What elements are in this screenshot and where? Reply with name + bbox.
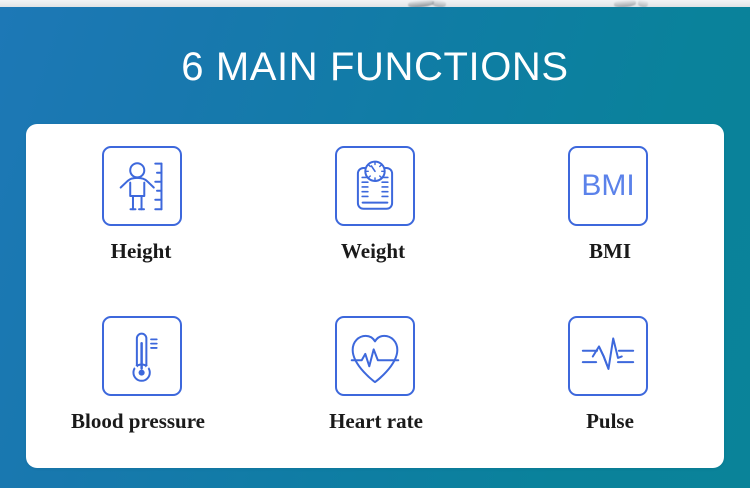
functions-card: Height [26,124,724,468]
function-item-height[interactable]: Height [26,124,258,296]
bmi-text-icon: BMI [568,146,648,226]
functions-grid: Height [26,124,724,468]
function-label: Blood pressure [71,409,205,433]
function-label: Height [110,239,172,263]
function-item-bmi[interactable]: BMI BMI [492,124,724,296]
waveform-icon [568,316,648,396]
heart-pulse-icon [335,316,415,396]
page-title: 6 MAIN FUNCTIONS [181,45,569,89]
function-item-blood-pressure[interactable]: Blood pressure [26,294,258,466]
thermometer-icon [102,316,182,396]
height-person-ruler-icon [102,146,182,226]
function-item-weight[interactable]: Weight [259,124,491,296]
function-label: Weight [340,239,406,263]
weight-scale-icon [335,146,415,226]
function-label: Heart rate [329,409,423,433]
function-item-heart-rate[interactable]: Heart rate [259,294,491,466]
function-label: Pulse [586,409,634,433]
function-item-pulse[interactable]: Pulse [492,294,724,466]
bmi-glyph-text: BMI [581,169,635,202]
function-label: BMI [589,239,631,263]
top-edge-strip [0,0,750,9]
